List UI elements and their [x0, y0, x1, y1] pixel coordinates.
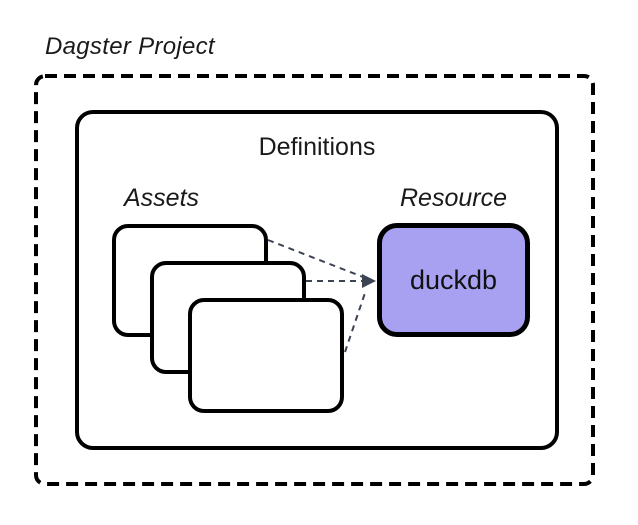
definitions-label: Definitions: [258, 133, 376, 161]
project-title: Dagster Project: [45, 33, 215, 60]
assets-label: Assets: [124, 184, 200, 212]
resource-label: Resource: [400, 184, 507, 212]
resource-node-label: duckdb: [409, 264, 498, 295]
resource-node-duckdb: duckdb: [377, 223, 530, 337]
asset-card-3: [188, 298, 344, 413]
